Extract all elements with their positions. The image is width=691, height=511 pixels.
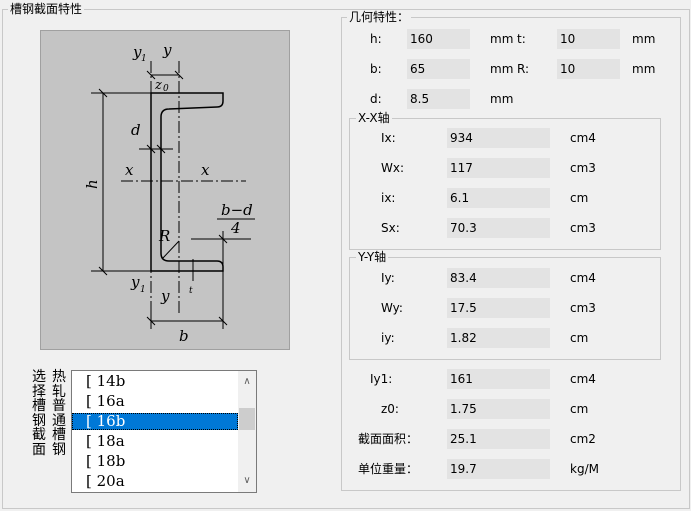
svg-text:0: 0: [163, 84, 169, 94]
iy-unit: cm: [570, 331, 589, 345]
svg-text:1: 1: [141, 54, 147, 64]
R-unit: mm: [632, 62, 656, 76]
label-t: t: [189, 286, 193, 296]
t-label: t:: [517, 32, 526, 46]
list-item[interactable]: [ 18b: [86, 452, 126, 470]
ix-value: 6.1: [447, 188, 550, 208]
list-item[interactable]: [ 18a: [86, 432, 125, 450]
Sx-value: 70.3: [447, 218, 550, 238]
Iy-value: 83.4: [447, 268, 550, 288]
Ix-value: 934: [447, 128, 550, 148]
label-d: d: [131, 121, 141, 139]
Wx-label: Wx:: [381, 161, 405, 175]
label-x-left: x: [125, 161, 134, 179]
b-label: b:: [370, 62, 382, 76]
label-h: h: [83, 179, 101, 189]
label-y1-top: y: [132, 43, 142, 61]
label-b: b: [179, 327, 189, 345]
h-value: 160: [407, 29, 470, 49]
d-value: 8.5: [407, 89, 470, 109]
z0-label: z0:: [381, 402, 399, 416]
list-item-selected[interactable]: [ 16b: [72, 413, 238, 430]
Sx-label: Sx:: [381, 221, 400, 235]
iy-value: 1.82: [447, 328, 550, 348]
h-label: h:: [370, 32, 382, 46]
area-label: 截面面积：: [358, 432, 419, 446]
list-item[interactable]: [ 20a: [86, 472, 125, 490]
Iy1-label: Iy1:: [370, 372, 393, 386]
Iy-label: Iy:: [381, 271, 395, 285]
list-item[interactable]: [ 16a: [86, 392, 125, 410]
channel-section-drawing: y 1 y z 0 d h x x b−d 4 R t y 1 y b: [40, 30, 290, 350]
ix-unit: cm: [570, 191, 589, 205]
iy-label: iy:: [381, 331, 395, 345]
label-R: R: [158, 227, 170, 245]
label-y-bottom: y: [160, 287, 170, 305]
scroll-up-icon[interactable]: ∧: [243, 376, 251, 387]
z0-value: 1.75: [447, 399, 550, 419]
xx-group-title: X-X轴: [356, 111, 392, 125]
svg-text:1: 1: [140, 285, 146, 295]
R-value: 10: [557, 59, 620, 79]
weight-label: 单位重量：: [358, 462, 419, 476]
Wx-unit: cm3: [570, 161, 596, 175]
scroll-down-icon[interactable]: ∨: [243, 475, 251, 486]
t-unit: mm: [632, 32, 656, 46]
select-label-column-2: 热轧普通槽钢: [52, 369, 66, 458]
Wx-value: 117: [447, 158, 550, 178]
Wy-value: 17.5: [447, 298, 550, 318]
label-x-right: x: [201, 161, 210, 179]
Iy-unit: cm4: [570, 271, 596, 285]
xx-group-frame: [349, 118, 661, 250]
label-z0: z: [154, 78, 162, 93]
Iy1-value: 161: [447, 369, 550, 389]
R-label: R:: [517, 62, 530, 76]
weight-unit: kg/M: [570, 462, 599, 476]
weight-value: 19.7: [447, 459, 550, 479]
main-group-title: 槽钢截面特性: [8, 2, 85, 16]
Iy1-unit: cm4: [570, 372, 596, 386]
select-label-column-1: 选择槽钢截面: [32, 369, 46, 458]
d-label: d:: [370, 92, 382, 106]
channel-outline: [150, 92, 224, 272]
z0-unit: cm: [570, 402, 589, 416]
listbox-scrollbar[interactable]: ∧ ∨: [238, 371, 256, 492]
area-unit: cm2: [570, 432, 596, 446]
Sx-unit: cm3: [570, 221, 596, 235]
h-unit: mm: [490, 32, 514, 46]
b-value: 65: [407, 59, 470, 79]
d-unit: mm: [490, 92, 514, 106]
geom-group-title: 几何特性：: [347, 10, 412, 24]
Wy-unit: cm3: [570, 301, 596, 315]
area-value: 25.1: [447, 429, 550, 449]
label-y1-bottom: y: [130, 273, 140, 291]
scroll-thumb[interactable]: [239, 408, 255, 430]
b-unit: mm: [490, 62, 514, 76]
channel-section-svg: y 1 y z 0 d h x x b−d 4 R t y 1 y b: [83, 41, 255, 345]
list-item[interactable]: [ 14b: [86, 372, 126, 390]
geom-group-frame: [341, 17, 681, 491]
Wy-label: Wy:: [381, 301, 403, 315]
yy-group-frame: [349, 257, 661, 360]
ix-label: ix:: [381, 191, 396, 205]
yy-group-title: Y-Y轴: [356, 250, 389, 264]
Ix-label: Ix:: [381, 131, 396, 145]
label-y-top: y: [162, 41, 172, 59]
label-bd-den: 4: [230, 219, 241, 237]
section-listbox[interactable]: [ 14b [ 16a [ 16b [ 18a [ 18b [ 20a ∧ ∨: [71, 370, 257, 493]
Ix-unit: cm4: [570, 131, 596, 145]
label-bd: b−d: [221, 201, 253, 219]
t-value: 10: [557, 29, 620, 49]
main-group-frame: [2, 9, 690, 509]
